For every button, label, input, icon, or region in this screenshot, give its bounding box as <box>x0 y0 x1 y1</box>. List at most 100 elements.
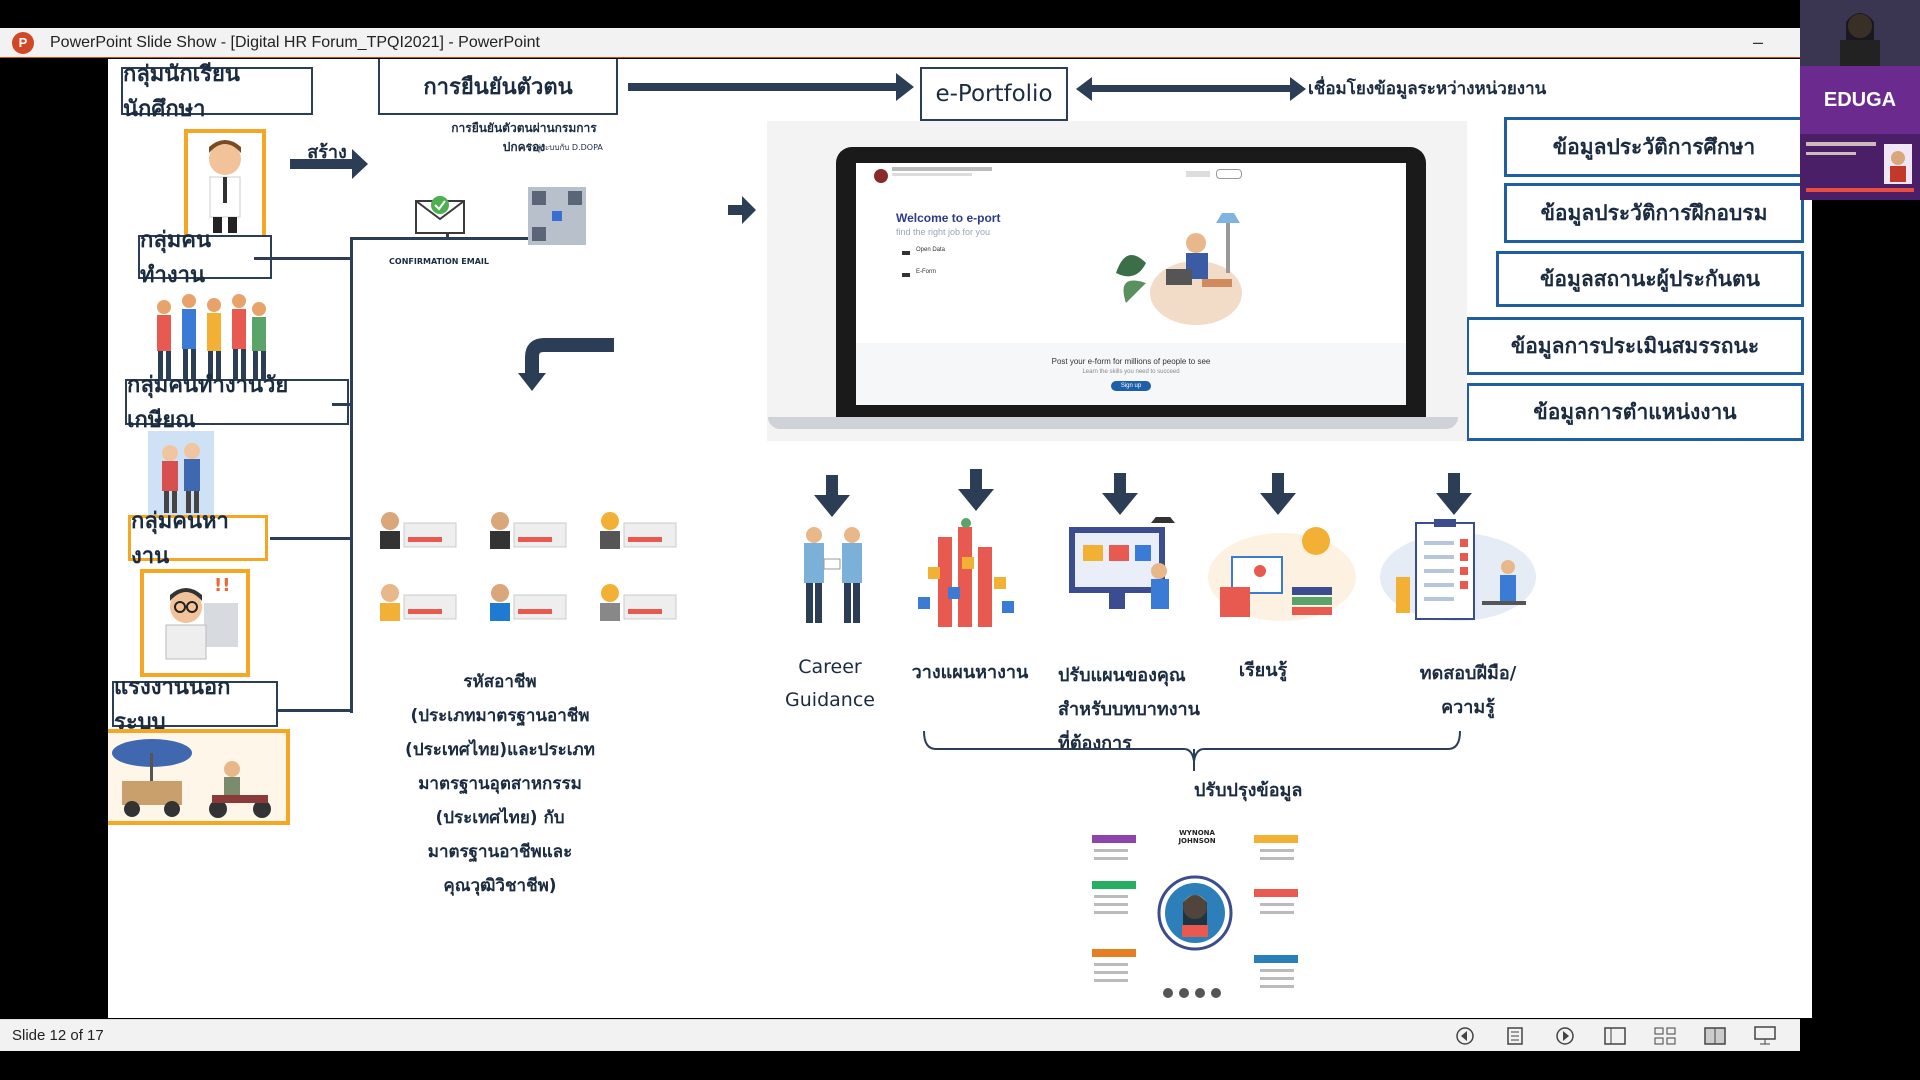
occupation-line: (ประเภทมาตรฐานอาชีพ <box>410 706 590 726</box>
connector-line <box>350 237 560 240</box>
slideshow-controls <box>1454 1025 1776 1047</box>
next-slide-icon[interactable] <box>1554 1025 1576 1047</box>
connector-line <box>270 537 352 540</box>
arrow-down-icon <box>1260 473 1296 519</box>
site-header-line <box>892 167 992 171</box>
group-workers-label: กลุ่มคนทำงาน <box>138 228 272 288</box>
job-planning-illustration <box>898 517 1040 637</box>
site-header-line <box>892 173 972 176</box>
skill-test-illustration <box>1378 517 1540 625</box>
site-menu-eform[interactable]: E-Form <box>916 269 936 275</box>
data-box-position: ข้อมูลการตำแหน่งงาน <box>1466 383 1804 441</box>
data-box-education: ข้อมูลประวัติการศึกษา <box>1504 117 1804 177</box>
group-informal-label: แรงงานนอกระบบ <box>112 675 278 735</box>
occupation-line: (ประเทศไทย) กับ <box>435 808 565 828</box>
site-tagline: find the right job for you <box>896 227 991 237</box>
email-icon <box>408 187 472 239</box>
notes-icon[interactable] <box>1504 1025 1526 1047</box>
minimize-button[interactable]: – <box>1752 32 1763 52</box>
occupation-line: รหัสอาชีพ <box>463 672 537 692</box>
service-line: สำหรับบทบาทงาน <box>1058 699 1200 720</box>
service-learning: เรียนรู้ <box>1238 660 1288 681</box>
site-post-subtext: Learn the skills you need to succeed <box>1082 369 1180 375</box>
connector-line <box>254 257 352 260</box>
workers-illustration <box>144 287 274 399</box>
create-arrow-shaft <box>290 159 352 169</box>
occupation-line: (ประเทศไทย)และประเภท <box>405 740 595 760</box>
eportfolio-website: Welcome to e-port find the right job for… <box>856 163 1406 405</box>
curved-arrow-icon <box>514 337 614 393</box>
normal-view-icon[interactable] <box>1604 1025 1626 1047</box>
status-bar: Slide 12 of 17 <box>0 1019 1800 1051</box>
service-line: Guidance <box>785 689 875 711</box>
identity-arrow-shaft <box>728 205 742 215</box>
site-nav-link[interactable] <box>1186 171 1210 177</box>
connector-line <box>332 403 352 406</box>
occupation-badges <box>376 503 876 643</box>
service-line: ความรู้ <box>1441 697 1495 718</box>
service-line: ทดสอบฝีมือ/ <box>1419 663 1517 684</box>
service-career-guidance: Career Guidance <box>780 651 880 717</box>
arrow-right-icon <box>742 196 756 224</box>
site-signup-button[interactable]: Sign up <box>1111 381 1151 391</box>
laptop-base <box>768 417 1458 429</box>
retired-illustration <box>148 431 214 517</box>
link-arrow-shaft <box>1090 85 1290 92</box>
occupation-line: มาตรฐานอาชีพและ <box>427 842 573 862</box>
occupation-line: คุณวุฒิวิชาชีพ) <box>443 876 557 896</box>
dopa-label: เข้าสู่ระบบกับ D.DOPA <box>523 143 603 152</box>
arrow-down-icon <box>1436 473 1472 519</box>
update-bracket <box>922 730 1462 771</box>
arrow-left-icon <box>1076 77 1092 101</box>
resume-infographic: WYNONA JOHNSON <box>1090 829 1302 1005</box>
window-title: PowerPoint Slide Show - [Digital HR Foru… <box>50 33 540 51</box>
service-line: ปรับแผนของคุณ <box>1058 665 1186 686</box>
qr-code-icon <box>528 187 586 245</box>
reading-view-icon[interactable] <box>1704 1025 1726 1047</box>
arrow-right-icon <box>896 73 914 101</box>
occupation-line: มาตรฐานอุตสาหกรรม <box>418 774 582 794</box>
job-seeker-illustration: !! <box>140 569 250 677</box>
career-guidance-illustration <box>790 521 876 625</box>
eform-icon <box>902 273 910 277</box>
link-data-label: เชื่อมโยงข้อมูลระหว่างหน่วยงาน <box>1308 79 1547 99</box>
identity-title: การยืนยันตัวตน <box>378 59 618 115</box>
connector-line <box>350 237 353 713</box>
participant-video-3[interactable] <box>1800 134 1920 200</box>
arrow-down-icon <box>814 475 850 521</box>
slide-sorter-icon[interactable] <box>1654 1025 1676 1047</box>
site-nav-button[interactable] <box>1216 169 1242 179</box>
site-post-text: Post your e-form for millions of people … <box>1051 357 1211 366</box>
group-retired-label: กลุ่มคนทำงานวัยเกษียณ <box>125 373 349 433</box>
arrow-down-icon <box>1102 473 1138 519</box>
group-job-seekers-label: กลุ่มคนหางาน <box>128 509 268 569</box>
service-skill-test: ทดสอบฝีมือ/ ความรู้ <box>1398 657 1538 725</box>
slideshow-view-icon[interactable] <box>1754 1025 1776 1047</box>
service-line: Career <box>798 656 862 678</box>
powerpoint-icon: P <box>12 31 34 54</box>
eportfolio-arrow-shaft <box>628 83 898 91</box>
arrow-down-icon <box>958 469 994 515</box>
create-label: สร้าง <box>307 142 347 163</box>
participant-video-2[interactable]: EDUGA <box>1800 66 1920 134</box>
informal-workers-illustration <box>108 729 290 825</box>
video-participants: EDUGA <box>1800 0 1920 200</box>
learning-illustration <box>1202 517 1360 627</box>
participant-video-1[interactable] <box>1800 0 1920 66</box>
identity-subtitle: การยืนยันตัวตนผ่านกรมการปกครอง <box>451 121 597 154</box>
student-illustration <box>184 129 266 239</box>
site-welcome: Welcome to e-port <box>896 211 1001 225</box>
site-menu-open-data[interactable]: Open Data <box>916 247 946 253</box>
service-job-planning: วางแผนหางาน <box>911 662 1029 683</box>
site-footer-band <box>856 343 1406 405</box>
open-data-icon <box>902 251 910 255</box>
resume-name: WYNONA JOHNSON <box>1178 829 1216 845</box>
laptop-illustration: Welcome to e-port find the right job for… <box>836 147 1426 417</box>
confirmation-email-label: CONFIRMATION EMAIL <box>389 257 489 266</box>
data-box-competency: ข้อมูลการประเมินสมรรถนะ <box>1466 317 1804 375</box>
eportfolio-label: e-Portfolio <box>920 67 1068 121</box>
update-data-label: ปรับปรุงข้อมูล <box>1194 780 1303 801</box>
previous-slide-icon[interactable] <box>1454 1025 1476 1047</box>
slide-counter: Slide 12 of 17 <box>12 1027 104 1044</box>
